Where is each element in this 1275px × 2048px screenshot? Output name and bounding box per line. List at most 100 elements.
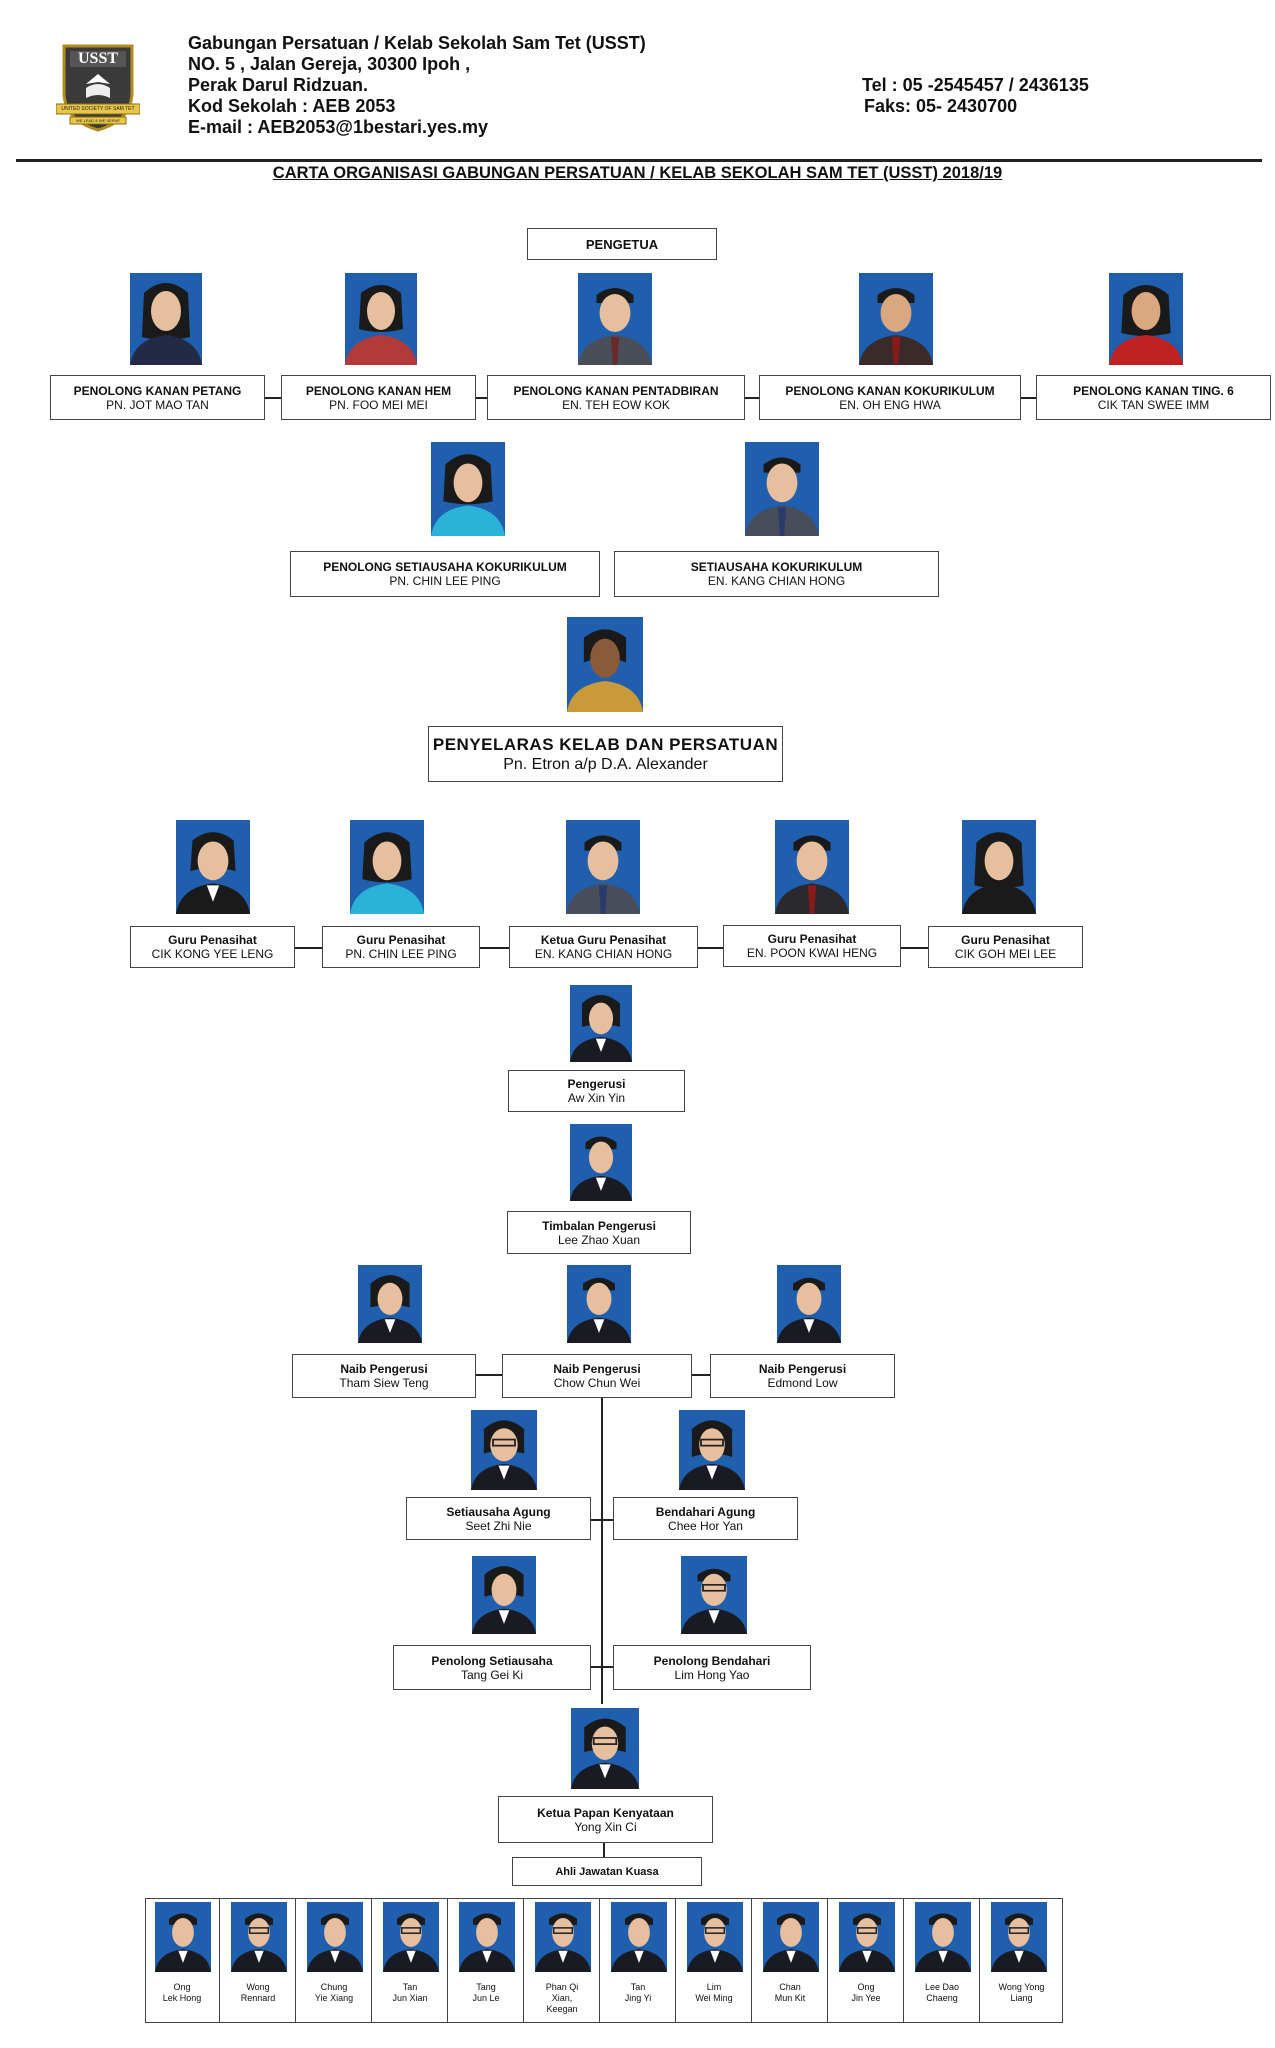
admin-box-4: PENOLONG KANAN KOKURIKULUM EN. OH ENG HW…: [759, 375, 1021, 420]
connector-asst: [591, 1666, 613, 1668]
member-name-line: Chung: [320, 1982, 348, 1992]
vice-photo-2: [567, 1265, 631, 1343]
advisor-box-5: Guru Penasihat CIK GOH MEI LEE: [928, 926, 1083, 968]
admin-role-1: PENOLONG KANAN PETANG: [73, 383, 242, 398]
coordinator-name: Pn. Etron a/p D.A. Alexander: [503, 755, 708, 773]
member-name-line: Mun Kit: [774, 1993, 806, 2003]
secretary-name-1: PN. CHIN LEE PING: [389, 574, 501, 588]
admin-box-2: PENOLONG KANAN HEM PN. FOO MEI MEI: [281, 375, 476, 420]
school-logo: USST UNITED SOCIETY OF SAM TET WE LEAD &…: [55, 40, 141, 132]
secretary-role-1: PENOLONG SETIAUSAHA KOKURIKULUM: [323, 560, 567, 574]
advisor-photo-4: [775, 820, 849, 914]
connector-secgen: [591, 1519, 613, 1521]
connector-trunk: [601, 1398, 603, 1704]
deputy-role: Timbalan Pengerusi: [542, 1218, 656, 1233]
member-photo: [915, 1902, 971, 1972]
school-email: E-mail : AEB2053@1bestari.yes.my: [188, 117, 489, 137]
member-name-line: Lim: [706, 1982, 722, 1992]
treasurer-name: Chee Hor Yan: [668, 1518, 743, 1533]
advisor-box-3: Ketua Guru Penasihat EN. KANG CHIAN HONG: [509, 926, 698, 968]
advisor-role-2: Guru Penasihat: [356, 933, 446, 947]
secgen-role: Setiausaha Agung: [446, 1504, 551, 1519]
member-name-line: Xian,: [551, 1993, 573, 2003]
school-fax: Faks: 05- 2430700: [864, 96, 1018, 116]
vice-photo-3: [777, 1265, 841, 1343]
member-name-line: Tan: [402, 1982, 418, 1992]
advisor-name-2: PN. CHIN LEE PING: [345, 947, 457, 961]
secretary-photo-1: [431, 442, 505, 536]
member-name-line: Jin Yee: [851, 1993, 881, 2003]
admin-name-4: EN. OH ENG HWA: [839, 397, 941, 412]
member-name-line: Tan: [630, 1982, 646, 1992]
member-name-line: Yie Xiang: [314, 1993, 354, 2003]
chairman-box: Pengerusi Aw Xin Yin: [508, 1070, 685, 1112]
vice-photo-1: [358, 1265, 422, 1343]
vice-role-3: Naib Pengerusi: [758, 1362, 847, 1376]
school-address-2: Perak Darul Ridzuan.: [188, 75, 369, 95]
admin-photo-5: [1109, 273, 1183, 365]
header-divider: [16, 159, 1262, 162]
asst-sec-box: Penolong Setiausaha Tang Gei Ki: [393, 1645, 591, 1690]
member-photo: [611, 1902, 667, 1972]
chart-title: CARTA ORGANISASI GABUNGAN PERSATUAN / KE…: [272, 164, 1003, 182]
admin-box-5: PENOLONG KANAN TING. 6 CIK TAN SWEE IMM: [1036, 375, 1271, 420]
secgen-photo: [471, 1410, 537, 1490]
member-name-line: Lek Hong: [162, 1993, 202, 2003]
committee-box: Ahli Jawatan Kuasa: [512, 1857, 702, 1886]
coordinator-photo: [567, 617, 643, 712]
member-photo: [687, 1902, 743, 1972]
admin-role-4: PENOLONG KANAN KOKURIKULUM: [785, 383, 995, 398]
committee-label: Ahli Jawatan Kuasa: [555, 1865, 659, 1878]
board-role: Ketua Papan Kenyataan: [537, 1805, 674, 1820]
member-photo: [991, 1902, 1047, 1972]
asst-treas-role: Penolong Bendahari: [653, 1653, 771, 1668]
advisor-role-1: Guru Penasihat: [168, 933, 257, 947]
admin-box-1: PENOLONG KANAN PETANG PN. JOT MAO TAN: [50, 375, 265, 420]
admin-name-1: PN. JOT MAO TAN: [106, 397, 209, 412]
connector-vice-left: [476, 1374, 502, 1376]
admin-role-5: PENOLONG KANAN TING. 6: [1073, 383, 1234, 398]
member-name-line: Keegan: [546, 2004, 578, 2014]
member-photo: [763, 1902, 819, 1972]
member-photo: [383, 1902, 439, 1972]
coordinator-role: PENYELARAS KELAB DAN PERSATUAN: [432, 734, 779, 754]
admin-role-3: PENOLONG KANAN PENTADBIRAN: [513, 383, 719, 398]
treasurer-box: Bendahari Agung Chee Hor Yan: [613, 1497, 798, 1540]
admin-photo-2: [345, 273, 417, 365]
advisor-photo-2: [350, 820, 424, 914]
advisor-name-3: EN. KANG CHIAN HONG: [534, 947, 673, 961]
member-photo: [155, 1902, 211, 1972]
member-name-line: Wong Yong: [998, 1982, 1045, 1992]
connector-board-committee: [603, 1843, 605, 1857]
advisor-box-2: Guru Penasihat PN. CHIN LEE PING: [322, 926, 480, 968]
logo-banner: UNITED SOCIETY OF SAM TET: [61, 106, 135, 112]
admin-name-2: PN. FOO MEI MEI: [329, 397, 428, 412]
treasurer-photo: [679, 1410, 745, 1490]
member-name-line: Rennard: [240, 1993, 276, 2003]
school-code: Kod Sekolah : AEB 2053: [188, 96, 396, 116]
vice-role-1: Naib Pengerusi: [340, 1362, 428, 1376]
member-name-line: Chan: [779, 1982, 801, 1992]
member-name-line: Lee Dao: [924, 1982, 960, 1992]
deputy-name: Lee Zhao Xuan: [557, 1232, 641, 1247]
advisor-photo-1: [176, 820, 250, 914]
asst-treas-name: Lim Hong Yao: [674, 1667, 750, 1682]
admin-box-3: PENOLONG KANAN PENTADBIRAN EN. TEH EOW K…: [487, 375, 745, 420]
chairman-name: Aw Xin Yin: [567, 1091, 626, 1105]
vice-box-1: Naib Pengerusi Tham Siew Teng: [292, 1354, 476, 1398]
deputy-photo: [570, 1124, 632, 1201]
advisor-name-4: EN. POON KWAI HENG: [746, 946, 878, 960]
school-address-1: NO. 5 , Jalan Gereja, 30300 Ipoh ,: [188, 54, 471, 74]
